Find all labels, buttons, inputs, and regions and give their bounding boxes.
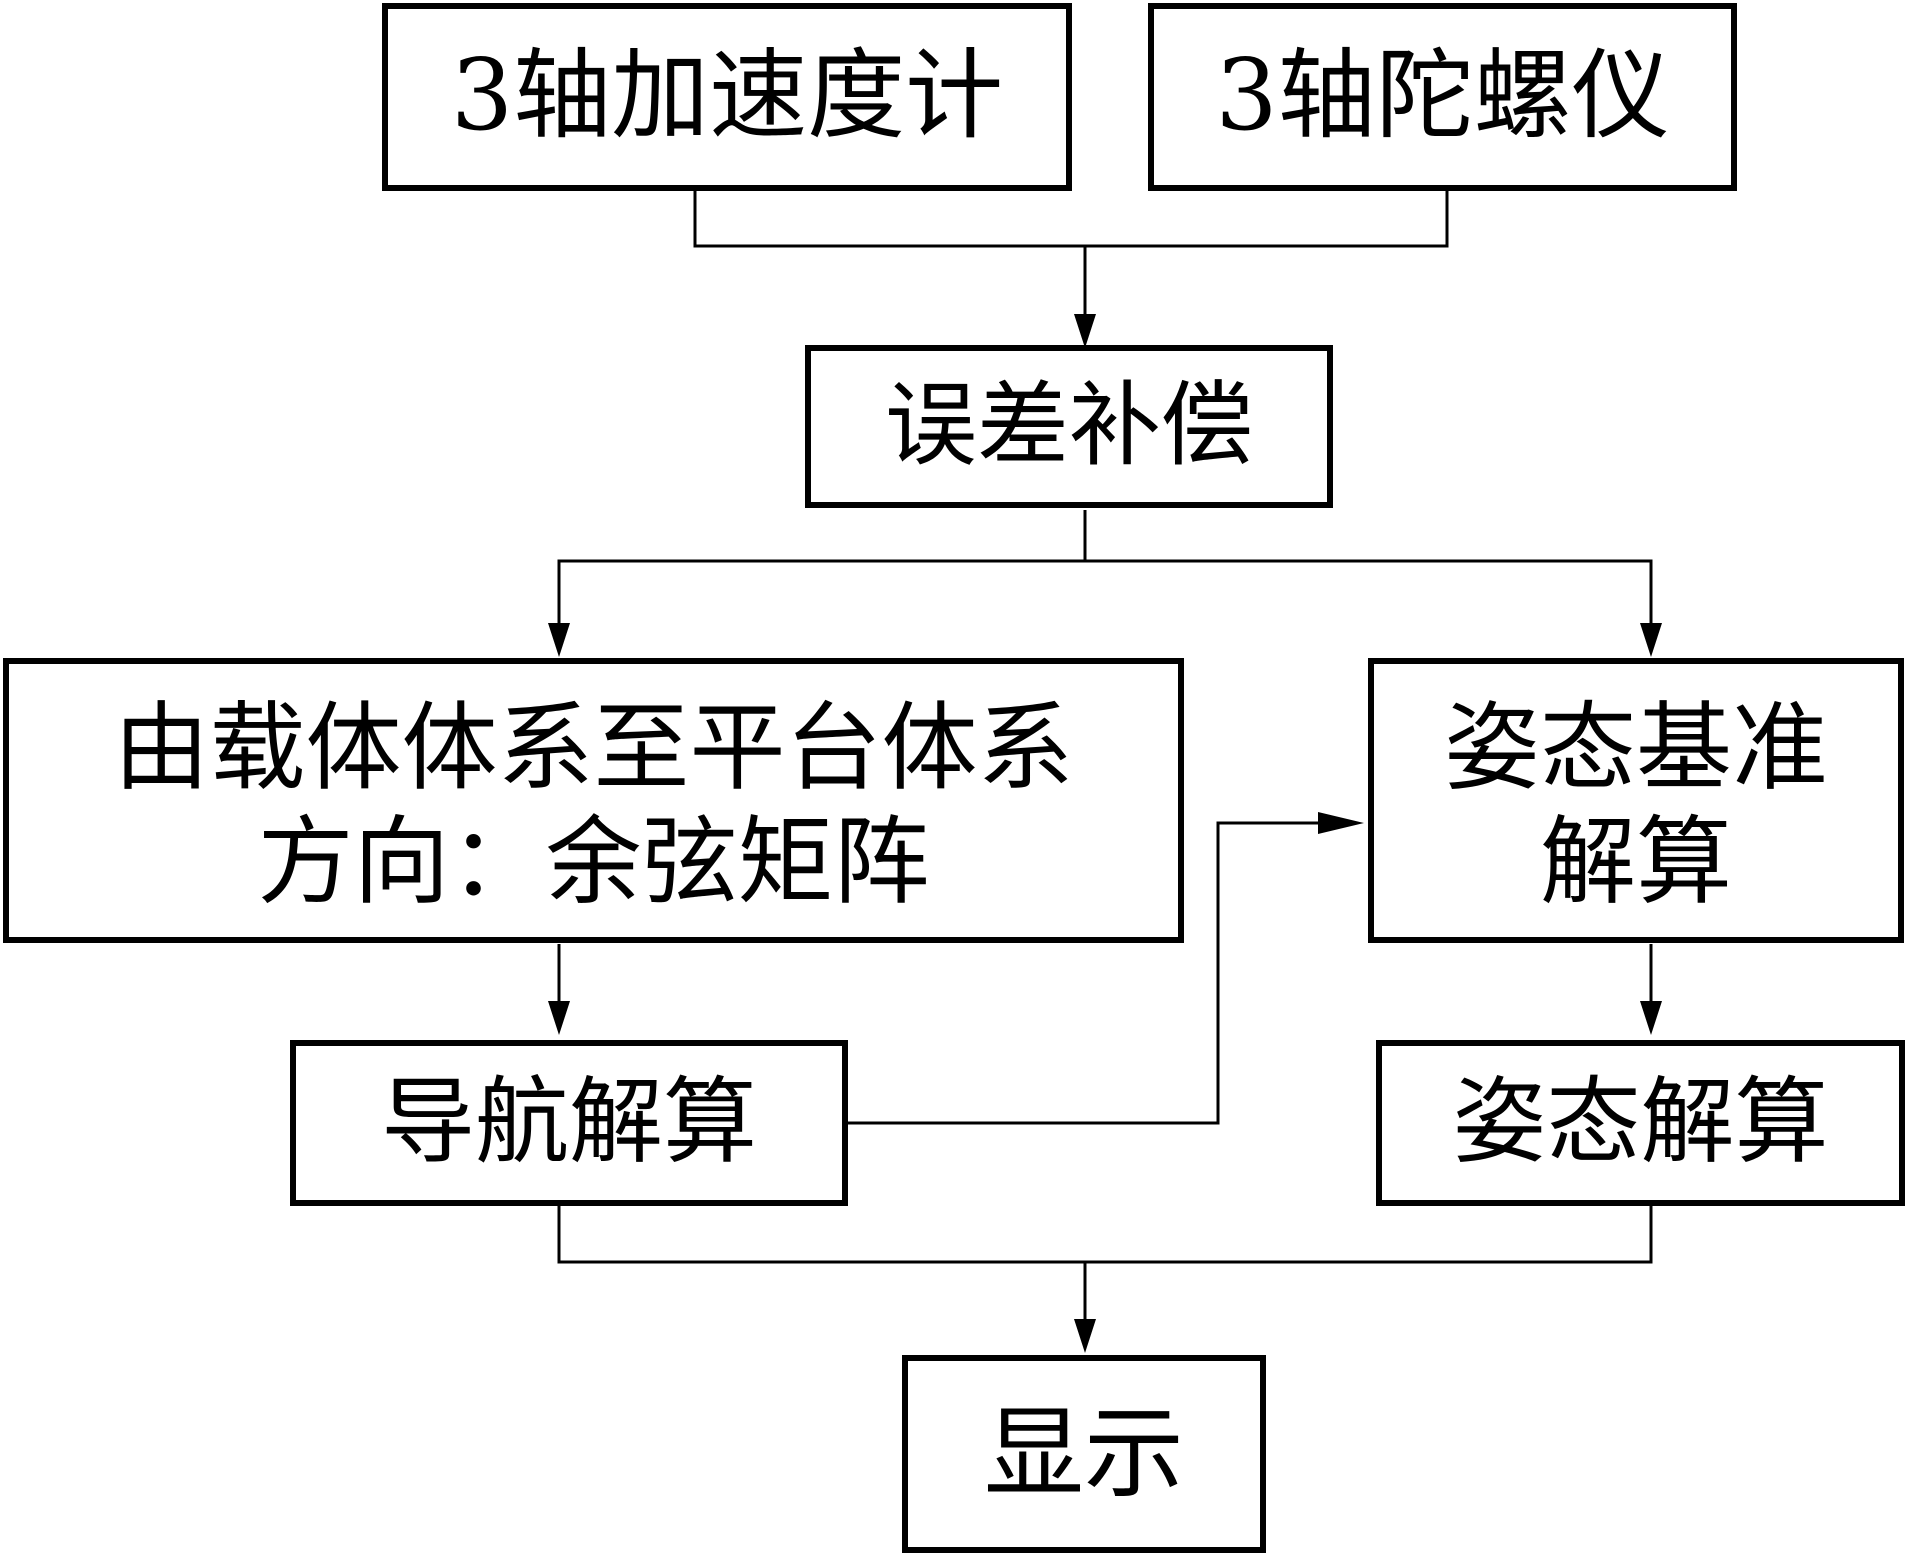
gyroscope-label: 3轴陀螺仪	[1215, 39, 1670, 154]
error-compensation-box: 误差补偿	[805, 345, 1333, 508]
attitude-solution-box: 姿态解算	[1376, 1040, 1905, 1206]
navigation-solution-box: 导航解算	[290, 1040, 848, 1206]
direction-cosine-matrix-line2: 方向：余弦矩阵	[257, 805, 930, 918]
direction-cosine-matrix-box: 由载体体系至平台体系 方向：余弦矩阵	[3, 658, 1184, 943]
error-compensation-label: 误差补偿	[884, 372, 1253, 480]
arrowhead	[1318, 812, 1364, 834]
edge-accel-merge	[693, 188, 1449, 248]
arrowhead	[1074, 1319, 1096, 1353]
arrowhead	[1640, 1001, 1662, 1035]
arrowhead	[1074, 314, 1096, 348]
attitude-reference-line1: 姿态基准	[1444, 692, 1828, 805]
display-box: 显示	[902, 1355, 1266, 1553]
display-label: 显示	[984, 1395, 1184, 1512]
attitude-reference-line2: 解算	[1540, 805, 1732, 918]
accelerometer-box: 3轴加速度计	[382, 3, 1072, 191]
attitude-reference-box: 姿态基准 解算	[1368, 658, 1904, 943]
attitude-solution-label: 姿态解算	[1452, 1067, 1829, 1177]
direction-cosine-matrix-line1: 由载体体系至平台体系	[113, 692, 1074, 805]
arrowhead	[1640, 623, 1662, 657]
arrowhead	[548, 1001, 570, 1035]
accelerometer-label: 3轴加速度计	[450, 39, 1004, 154]
edge-error-comp-split	[557, 559, 1653, 625]
navigation-solution-label: 导航解算	[380, 1067, 757, 1177]
arrowhead	[548, 623, 570, 657]
edge-nav-to-attitude-ref	[847, 821, 1322, 1125]
edge-solves-merge	[557, 1205, 1653, 1264]
gyroscope-box: 3轴陀螺仪	[1148, 3, 1737, 191]
